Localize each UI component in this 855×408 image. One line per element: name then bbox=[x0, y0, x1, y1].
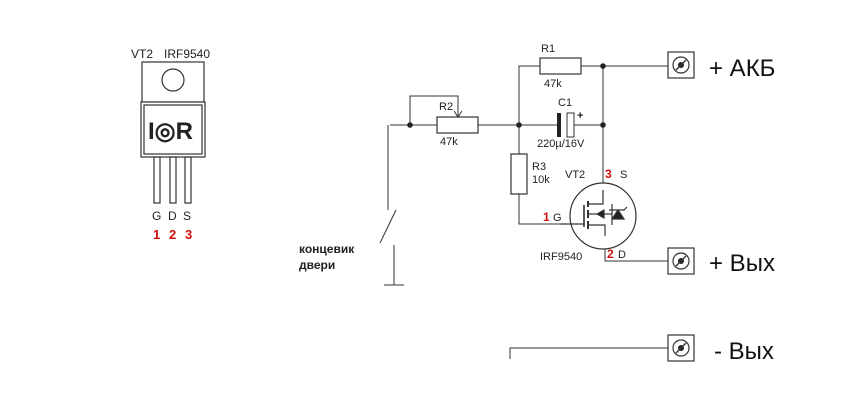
resistor-r3 bbox=[510, 153, 528, 195]
c1-value: 220µ/16V bbox=[537, 138, 585, 150]
pin-s-lead bbox=[184, 156, 192, 204]
capacitor-c1-plate-pos bbox=[566, 112, 575, 138]
vt2-pin-d-label: D bbox=[618, 249, 626, 261]
vt2-pin-d-number: 2 bbox=[607, 247, 614, 261]
package-tab bbox=[141, 61, 205, 103]
terminal-akb[interactable] bbox=[667, 51, 695, 79]
pin-label-s: S bbox=[183, 209, 191, 223]
mounting-hole bbox=[161, 68, 185, 92]
pin-number-3: 3 bbox=[185, 227, 192, 242]
potentiometer-r2 bbox=[436, 116, 479, 134]
package-body-inner bbox=[143, 104, 203, 155]
terminal-out-plus[interactable] bbox=[667, 247, 695, 275]
vt2-pin-g-label: G bbox=[553, 212, 562, 224]
c1-ref: C1 bbox=[558, 97, 572, 109]
to220-package bbox=[140, 61, 206, 204]
pin-g-lead bbox=[153, 156, 161, 204]
r1-ref: R1 bbox=[541, 43, 555, 55]
vt2-pin-s-number: 3 bbox=[605, 167, 612, 181]
pin-number-2: 2 bbox=[169, 227, 176, 242]
terminal-akb-label: + АКБ bbox=[709, 55, 775, 82]
switch-label-line2: двери bbox=[299, 258, 335, 272]
vt2-part: IRF9540 bbox=[540, 251, 582, 263]
r3-value: 10k bbox=[532, 174, 550, 186]
terminal-out-plus-label: + Вых bbox=[709, 250, 775, 277]
r2-ref: R2 bbox=[439, 101, 453, 113]
package-body bbox=[140, 101, 206, 158]
r3-ref: R3 bbox=[532, 161, 546, 173]
r2-value: 47k bbox=[440, 136, 458, 148]
pin-label-d: D bbox=[168, 209, 177, 223]
switch-label-line1: концевик bbox=[299, 242, 355, 256]
junction-dots bbox=[407, 63, 606, 128]
terminal-out-minus[interactable] bbox=[667, 334, 695, 362]
capacitor-c1-plate-neg bbox=[557, 113, 561, 137]
resistor-r1 bbox=[539, 57, 582, 75]
vt2-pin-s-label: S bbox=[620, 169, 627, 181]
wires bbox=[379, 65, 668, 359]
r1-value: 47k bbox=[544, 78, 562, 90]
vt2-ref: VT2 bbox=[565, 169, 585, 181]
ir-logo: I◎R bbox=[148, 118, 193, 145]
vt2-pin-g-number: 1 bbox=[543, 210, 550, 224]
r2-wiper-arrow bbox=[453, 110, 463, 118]
package-part-number: IRF9540 bbox=[164, 47, 210, 61]
pin-number-1: 1 bbox=[153, 227, 160, 242]
terminal-out-minus-label: - Вых bbox=[714, 338, 774, 365]
mosfet-vt2 bbox=[560, 182, 637, 250]
pin-label-g: G bbox=[152, 209, 161, 223]
pin-d-lead bbox=[169, 156, 177, 204]
package-designator: VT2 bbox=[131, 47, 153, 61]
c1-polarity: + bbox=[577, 110, 583, 122]
